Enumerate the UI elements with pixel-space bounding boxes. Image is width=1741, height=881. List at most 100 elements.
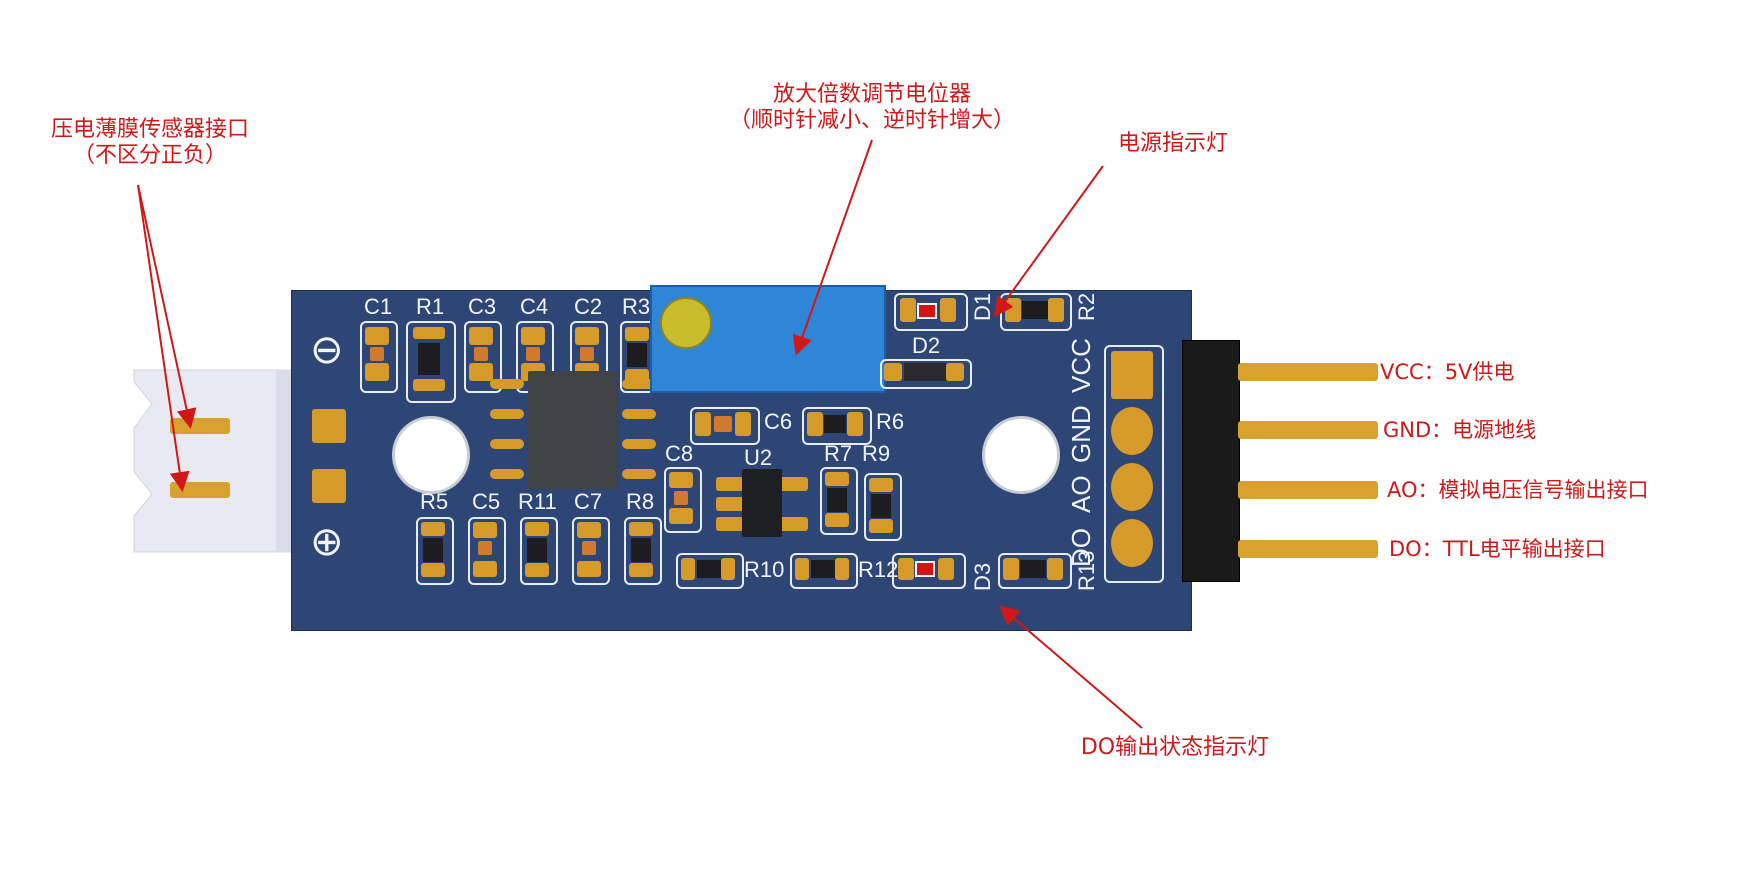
d2-pad-left [884, 363, 902, 381]
mounting-hole-left [392, 416, 470, 494]
d1-pad-left [900, 298, 916, 322]
silk-c8: C8 [665, 441, 694, 466]
c7-outline [572, 517, 610, 585]
ic-pad-l3 [490, 439, 524, 449]
d3-pad-right [938, 558, 954, 580]
r10-body [697, 560, 721, 578]
c4-pad-top [521, 327, 545, 345]
silk-r1: R1 [416, 294, 445, 319]
pin-pad-gnd [1111, 407, 1153, 455]
r9-body [871, 494, 891, 518]
c6-pad-right [735, 412, 751, 436]
arrow-do-led [998, 605, 1143, 729]
r6-pad-right [847, 412, 863, 436]
silk-c2: C2 [574, 294, 603, 319]
ic-pad-r2 [622, 409, 656, 419]
c7-pad-bottom [577, 561, 601, 577]
potentiometer-annotation: 放大倍数调节电位器 （顺时针减小、逆时针增大） [729, 82, 1015, 134]
pin-pad-vcc [1111, 351, 1153, 399]
potentiometer-knob[interactable] [660, 297, 712, 349]
ic-pad-r4 [622, 469, 656, 479]
silk-c4: C4 [520, 294, 549, 319]
u2-pad-1 [716, 477, 750, 491]
r13-outline [998, 553, 1072, 589]
silk-d2: D2 [912, 333, 941, 358]
r2-body [1022, 301, 1048, 319]
r7-outline [820, 467, 858, 535]
op-amp-ic [528, 371, 618, 489]
c4-body [526, 347, 540, 361]
c7-pad-top [577, 522, 601, 538]
ic-pad-l4 [490, 469, 524, 479]
r3-body [627, 343, 647, 367]
r13-pad-right [1047, 558, 1063, 580]
u2-pad-2 [716, 497, 750, 511]
r6-pad-left [807, 412, 823, 436]
d2-pad-right [946, 363, 964, 381]
potentiometer-line2: （顺时针减小、逆时针增大） [728, 108, 1016, 133]
r2-pad-right [1048, 298, 1064, 322]
pin-ao [1238, 481, 1378, 499]
r13-body [1020, 560, 1046, 578]
silk-c7: C7 [574, 489, 603, 514]
c7-body [582, 541, 596, 555]
c6-pad-left [695, 412, 711, 436]
r1-pad-bottom [413, 379, 445, 391]
pin-label-ao: AO：模拟电压信号输出接口 [1387, 478, 1649, 502]
c6-body [714, 416, 732, 432]
potentiometer[interactable] [650, 285, 886, 393]
ic-pad-l1 [490, 379, 524, 389]
ic-pad-r3 [622, 439, 656, 449]
u2-pad-3 [716, 517, 750, 531]
r8-outline [624, 517, 662, 585]
r9-outline [864, 473, 902, 541]
u2-pad-4 [774, 477, 808, 491]
c2-body [580, 347, 594, 361]
d2-body [904, 363, 946, 381]
r13-pad-left [1003, 558, 1019, 580]
c1-pad-bottom [365, 363, 389, 381]
r12-pad-right [835, 558, 849, 580]
power-led-annotation: 电源指示灯 [1117, 131, 1229, 156]
r10-outline [676, 553, 744, 589]
c3-pad-bottom [469, 363, 493, 381]
d2-outline [880, 359, 972, 389]
c3-body [474, 347, 488, 361]
r3-pad-top [625, 327, 649, 341]
c5-outline [468, 517, 506, 585]
r12-body [811, 560, 835, 578]
r7-pad-top [825, 472, 849, 486]
pin-header-outline [1104, 345, 1164, 583]
power-led [917, 303, 937, 319]
d3-outline [892, 553, 966, 589]
u2-pad-5 [774, 517, 808, 531]
r11-outline [520, 517, 558, 585]
silk-c3: C3 [468, 294, 497, 319]
mounting-hole-right [982, 416, 1060, 494]
pin-do [1238, 540, 1378, 558]
r1-outline [406, 321, 456, 403]
c8-outline [664, 467, 702, 533]
c8-pad-top [669, 472, 693, 488]
pin-label-gnd: GND：电源地线 [1383, 418, 1537, 442]
r12-pad-left [795, 558, 809, 580]
r6-body [824, 415, 846, 433]
c3-outline [464, 321, 502, 393]
c3-pad-top [469, 327, 493, 345]
r9-pad-top [869, 478, 893, 492]
pin-gnd [1238, 421, 1378, 439]
d1-outline [894, 293, 968, 331]
pin-label-vcc: VCC：5V供电 [1380, 360, 1515, 384]
silk-r10: R10 [744, 557, 785, 582]
silk-c6: C6 [764, 409, 793, 434]
r9-pad-bottom [869, 519, 893, 533]
arrow-power-led [993, 165, 1104, 318]
silk-r9: R9 [862, 441, 891, 466]
r1-pad-top [413, 327, 445, 339]
c1-pad-top [365, 327, 389, 345]
r11-body [527, 538, 547, 562]
r6-outline [802, 407, 872, 445]
do-led [915, 561, 935, 577]
silk-r5: R5 [420, 489, 449, 514]
